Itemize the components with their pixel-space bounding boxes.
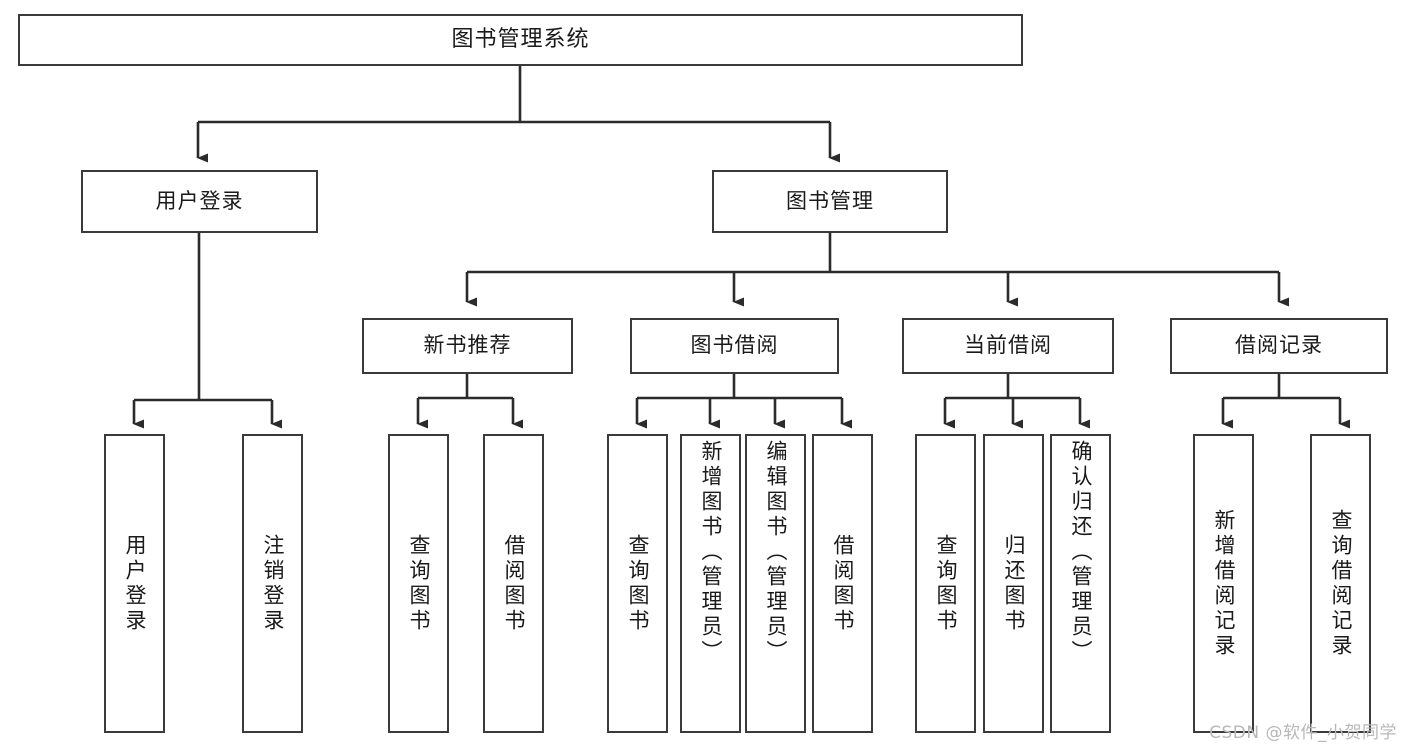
node-label: 新书推荐 [423,333,512,358]
leaf-cb-confirm-return-admin[interactable]: 确认归还（管理员） [1050,434,1111,733]
leaf-nb-query-book[interactable]: 查询图书 [388,434,449,733]
node-label: 查询借阅记录 [1328,508,1353,659]
node-label: 用户登录 [122,533,147,634]
leaf-logout[interactable]: 注销登录 [242,434,303,733]
leaf-br-query-record[interactable]: 查询借阅记录 [1310,434,1371,733]
node-new-book-recommend[interactable]: 新书推荐 [362,318,573,374]
node-label: 图书管理 [786,188,874,213]
node-label: 注销登录 [260,533,285,634]
leaf-br-add-record[interactable]: 新增借阅记录 [1193,434,1254,733]
node-label: 编辑图书（管理员） [763,440,788,665]
csdn-watermark: CSDN @软件_小贺同学 [1209,723,1397,743]
node-label: 图书借阅 [690,333,779,358]
leaf-nb-borrow-book[interactable]: 借阅图书 [483,434,544,733]
node-label: 新增借阅记录 [1211,508,1236,659]
leaf-cb-query-book[interactable]: 查询图书 [915,434,976,733]
node-label: 查询图书 [933,533,958,634]
node-label: 借阅记录 [1235,333,1323,358]
node-book-borrow[interactable]: 图书借阅 [630,318,839,374]
leaf-bb-add-book-admin[interactable]: 新增图书（管理员） [680,434,741,733]
node-label: 查询图书 [625,533,650,634]
node-label: 借阅图书 [830,533,855,634]
leaf-bb-borrow-book[interactable]: 借阅图书 [812,434,873,733]
node-label: 确认归还（管理员） [1068,440,1093,665]
node-root-book-management-system[interactable]: 图书管理系统 [18,14,1023,66]
node-borrow-record[interactable]: 借阅记录 [1170,318,1388,374]
leaf-cb-return-book[interactable]: 归还图书 [983,434,1044,733]
node-label: 新增图书（管理员） [698,440,723,665]
node-label: 用户登录 [155,188,244,213]
node-label: 查询图书 [406,533,431,634]
node-label: 借阅图书 [501,533,526,634]
node-current-borrow[interactable]: 当前借阅 [902,318,1114,374]
leaf-bb-edit-book-admin[interactable]: 编辑图书（管理员） [745,434,806,733]
leaf-bb-query-book[interactable]: 查询图书 [607,434,668,733]
node-label: 当前借阅 [964,333,1052,358]
node-book-management[interactable]: 图书管理 [712,170,948,233]
node-label: 归还图书 [1001,533,1026,634]
node-label: 图书管理系统 [451,26,590,52]
leaf-user-login[interactable]: 用户登录 [104,434,165,733]
node-user-login[interactable]: 用户登录 [81,170,318,233]
